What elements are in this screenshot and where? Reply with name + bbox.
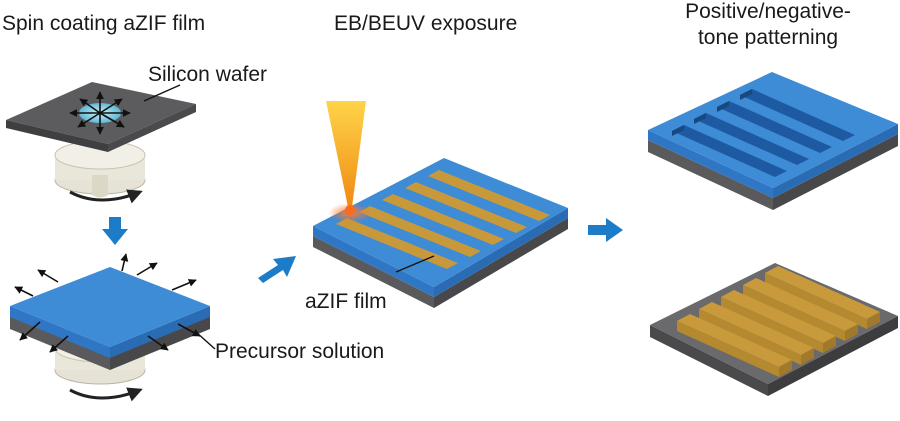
exposed-lines — [336, 170, 550, 269]
spin-coater-top — [54, 140, 146, 204]
resist-line — [765, 266, 880, 329]
resist-line — [677, 314, 792, 377]
beam-focus — [345, 205, 355, 215]
resist-line — [699, 302, 814, 365]
label-precursor-solution: Precursor solution — [215, 340, 385, 363]
label-azif-film: aZIF film — [305, 290, 387, 313]
label-silicon-wafer: Silicon wafer — [148, 63, 268, 86]
leader-line — [143, 84, 181, 102]
step-title-spin-coating: Spin coating aZIF film — [2, 12, 206, 35]
coated-wafer — [10, 267, 210, 370]
resist-line — [743, 278, 858, 341]
rotation-arrow-icon — [69, 189, 143, 204]
down-arrow-icon — [102, 217, 128, 245]
step-title-exposure: EB/BEUV exposure — [334, 12, 518, 35]
step-title-patterning-line2: tone patterning — [697, 26, 839, 49]
leader-line — [395, 255, 435, 273]
electron-beam — [326, 101, 366, 207]
rotation-arrow-icon — [69, 387, 143, 402]
leader-line — [195, 331, 216, 350]
step-title-patterning-line1: Positive/negative- — [685, 0, 851, 23]
outflow-arrows-icon — [14, 253, 201, 353]
spread-arrows-icon — [69, 91, 131, 135]
resist-line — [721, 290, 836, 353]
right-up-arrow-icon — [258, 256, 296, 283]
negative-tone-pattern — [650, 263, 898, 396]
right-arrow-icon — [588, 218, 623, 242]
positive-tone-pattern — [648, 72, 898, 210]
